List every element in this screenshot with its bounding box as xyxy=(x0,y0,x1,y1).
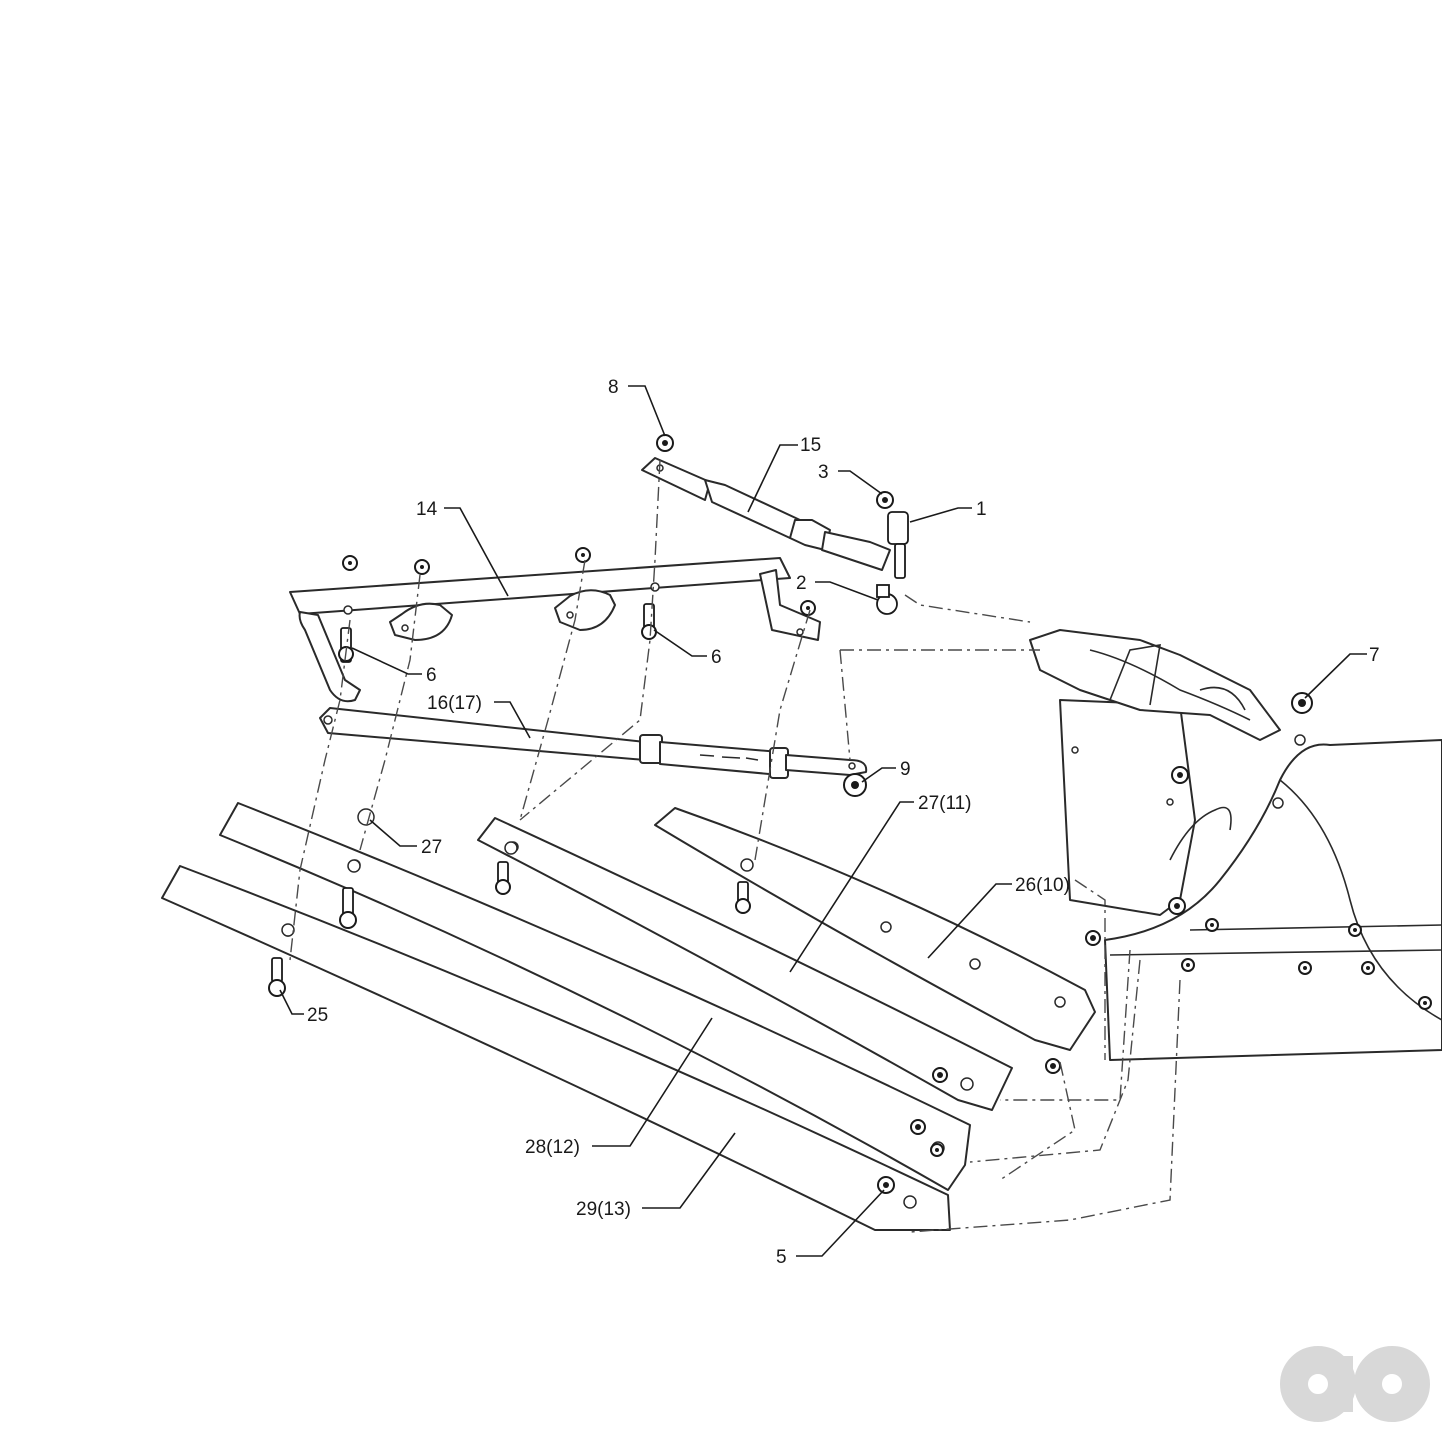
skimmer-strips xyxy=(161,802,1096,1231)
bolt-25 xyxy=(268,957,286,997)
watermark-logo xyxy=(1280,1346,1430,1422)
callout-25: 25 xyxy=(307,1005,328,1026)
callout-29-13: 29(13) xyxy=(576,1199,631,1220)
bolt-strip-27 xyxy=(495,861,511,895)
callout-15: 15 xyxy=(800,435,821,456)
strip-28 xyxy=(219,802,971,1191)
callout-7: 7 xyxy=(1369,645,1380,666)
strip-29 xyxy=(161,865,951,1231)
linkage-bracket xyxy=(1029,629,1281,741)
bolt-strip-26 xyxy=(735,881,751,914)
callout-9: 9 xyxy=(900,759,911,780)
callout-28-12: 28(12) xyxy=(525,1137,580,1158)
callout-5: 5 xyxy=(776,1247,787,1268)
callout-6-right: 6 xyxy=(711,647,722,668)
mouldboard xyxy=(1104,739,1442,1061)
callout-1: 1 xyxy=(976,499,987,520)
bolt-strip-28 xyxy=(339,887,357,929)
callout-16-17: 16(17) xyxy=(427,693,482,714)
callout-6-left: 6 xyxy=(426,665,437,686)
callout-2: 2 xyxy=(796,573,807,594)
callout-8: 8 xyxy=(608,377,619,398)
bracket-bar-14 xyxy=(289,547,821,703)
callout-labels: 8 15 3 1 2 14 6 6 7 16(17) 9 27(11) 27 2… xyxy=(307,377,1380,1268)
bolt-6-right xyxy=(641,603,657,640)
callout-14: 14 xyxy=(416,499,438,520)
callout-27-11: 27(11) xyxy=(918,793,972,814)
plough-body xyxy=(1029,629,1442,1061)
callout-27: 27 xyxy=(421,837,442,858)
strip-26 xyxy=(654,807,1096,1051)
strip-27 xyxy=(477,817,1013,1111)
bracket-14 xyxy=(289,557,791,615)
leader-lines xyxy=(279,385,1367,1257)
adjuster-rod-16 xyxy=(319,707,868,797)
callout-26-10: 26(10) xyxy=(1015,875,1070,896)
callout-3: 3 xyxy=(818,462,829,483)
assembly-lines xyxy=(289,459,1181,1233)
